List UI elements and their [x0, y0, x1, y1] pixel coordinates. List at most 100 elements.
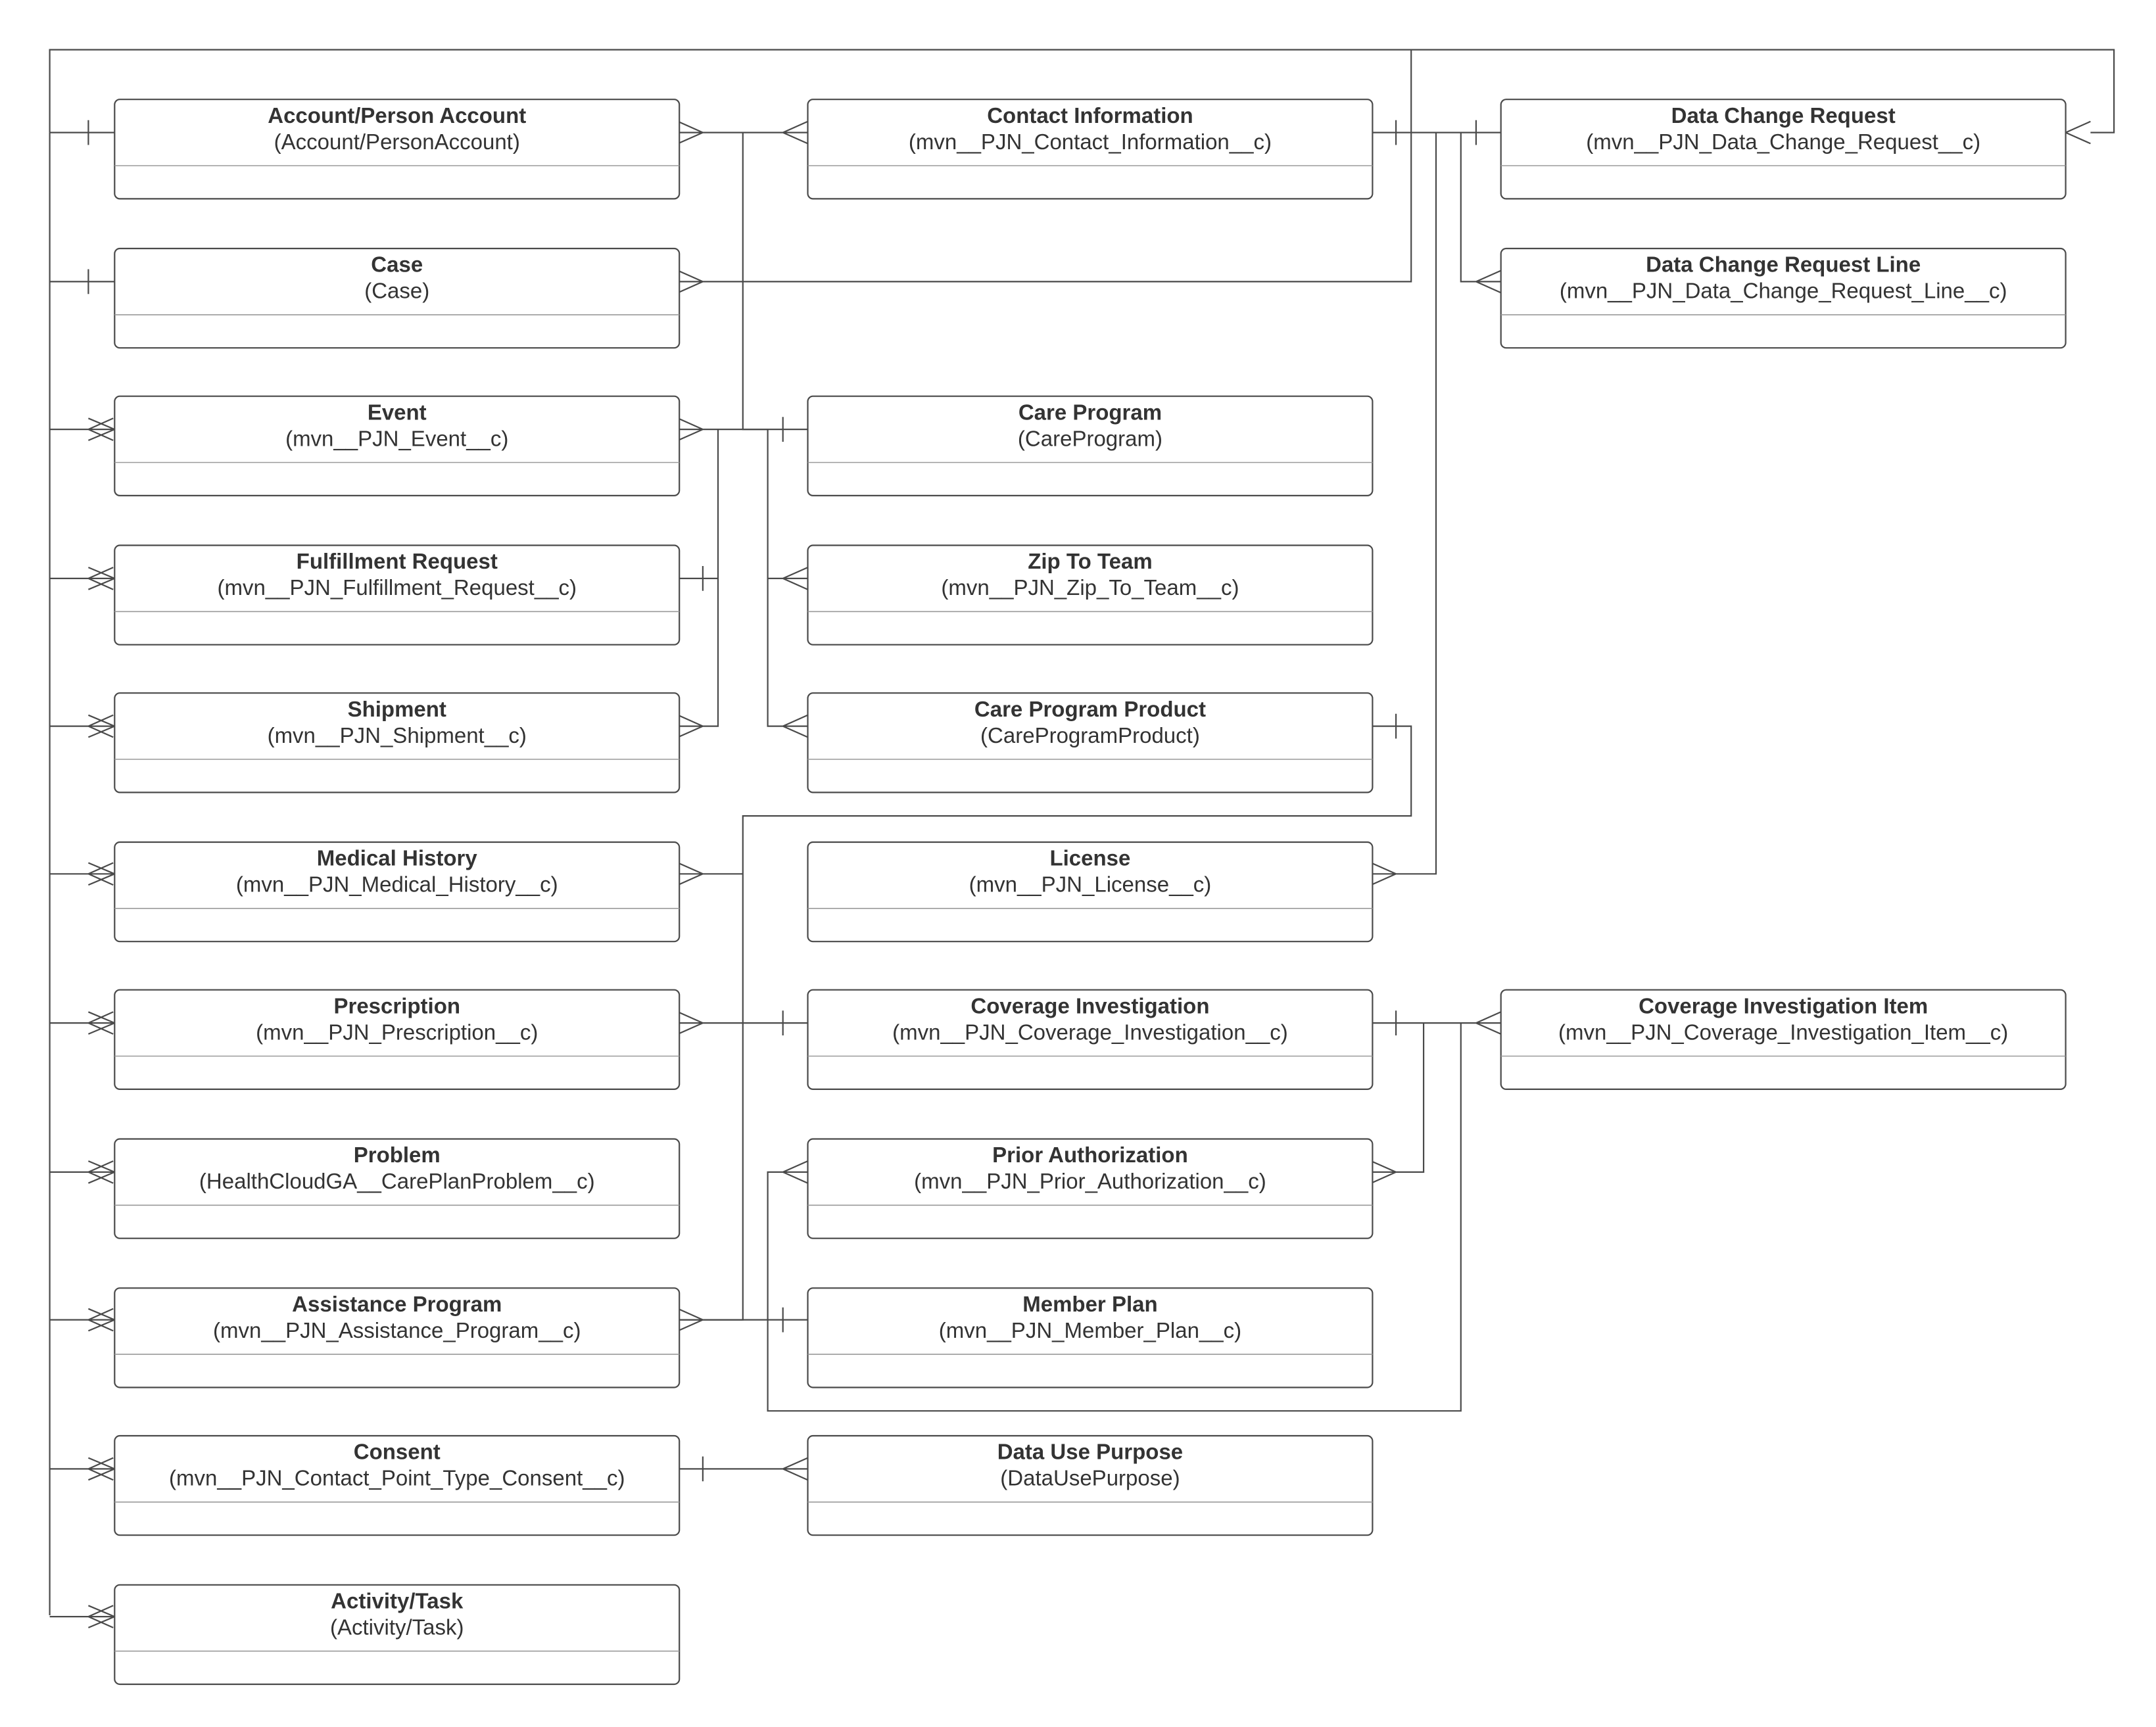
entity-title: Coverage Investigation Item: [1639, 993, 1928, 1018]
entity-contact-info[interactable]: Contact Information(mvn__PJN_Contact_Inf…: [807, 99, 1374, 200]
entity-box: [807, 989, 1374, 1090]
entity-api-name: (CareProgramProduct): [980, 723, 1200, 747]
entity-box: [114, 99, 681, 200]
entity-consent[interactable]: Consent(mvn__PJN_Contact_Point_Type_Cons…: [114, 1434, 681, 1536]
cpp-rx-link: [677, 713, 1412, 1035]
entity-box: [807, 1434, 1374, 1536]
entity-api-name: (mvn__PJN_Data_Change_Request_Line__c): [1560, 279, 2007, 303]
entity-api-name: (Activity/Task): [330, 1615, 464, 1639]
entity-api-name: (mvn__PJN_Assistance_Program__c): [213, 1318, 581, 1342]
entity-title: License: [1049, 846, 1130, 870]
entity-title: Medical History: [317, 846, 478, 870]
ci-link: [742, 1010, 808, 1035]
entity-api-name: (mvn__PJN_Contact_Information__c): [909, 130, 1272, 154]
entity-prescription[interactable]: Prescription(mvn__PJN_Prescription__c): [114, 989, 681, 1090]
entity-api-name: (mvn__PJN_Fulfillment_Request__c): [217, 575, 577, 600]
entity-box: [1500, 247, 2067, 349]
pa-link: [1370, 1023, 1425, 1184]
entity-api-name: (HealthCloudGA__CarePlanProblem__c): [199, 1169, 595, 1193]
entity-problem[interactable]: Problem(HealthCloudGA__CarePlanProblem__…: [114, 1138, 681, 1239]
entity-api-name: (DataUsePurpose): [1000, 1466, 1180, 1490]
license-link: [1370, 132, 1437, 886]
entity-event[interactable]: Event(mvn__PJN_Event__c): [114, 395, 681, 497]
case-link: [677, 132, 744, 294]
assistance-link: [677, 1023, 744, 1332]
entity-title: Problem: [354, 1143, 441, 1167]
entity-title: Zip To Team: [1028, 549, 1152, 573]
entity-title: Data Change Request: [1671, 103, 1896, 128]
many-link-left: [49, 1605, 115, 1628]
entity-care-program[interactable]: Care Program(CareProgram): [807, 395, 1374, 497]
entity-title: Prescription: [333, 993, 460, 1018]
entity-api-name: (mvn__PJN_Data_Change_Request__c): [1586, 130, 1980, 154]
entity-box: [1500, 99, 2067, 200]
entity-care-program-product[interactable]: Care Program Product(CareProgramProduct): [807, 692, 1374, 793]
entity-box: [807, 544, 1374, 646]
consent-dup-link: [678, 1456, 808, 1482]
entity-box: [807, 1138, 1374, 1239]
entity-title: Event: [368, 400, 427, 424]
entity-box: [114, 692, 681, 793]
many-link-left: [49, 714, 115, 738]
entity-title: Account/Person Account: [268, 103, 526, 128]
event-link: [677, 417, 768, 441]
entity-box: [114, 1434, 681, 1536]
entity-dcr[interactable]: Data Change Request(mvn__PJN_Data_Change…: [1500, 99, 2067, 200]
entity-assistance-program[interactable]: Assistance Program(mvn__PJN_Assistance_P…: [114, 1287, 681, 1388]
entity-license[interactable]: License(mvn__PJN_License__c): [807, 841, 1374, 943]
entity-title: Care Program Product: [974, 697, 1206, 721]
account-dcr-loop: [49, 49, 2115, 145]
entity-api-name: (mvn__PJN_Prescription__c): [256, 1020, 538, 1044]
entity-title: Prior Authorization: [992, 1143, 1188, 1167]
many-link-left: [49, 1457, 115, 1481]
entity-data-use-purpose[interactable]: Data Use Purpose(DataUsePurpose): [807, 1434, 1374, 1536]
care-program-link: [742, 281, 808, 442]
entity-medical-history[interactable]: Medical History(mvn__PJN_Medical_History…: [114, 841, 681, 943]
entity-box: [114, 1287, 681, 1388]
entity-coverage-investigation[interactable]: Coverage Investigation(mvn__PJN_Coverage…: [807, 989, 1374, 1090]
entity-box: [114, 1584, 681, 1686]
many-link-left: [49, 862, 115, 886]
entity-box: [1500, 989, 2067, 1090]
entity-title: Fulfillment Request: [297, 549, 498, 573]
entity-box: [807, 99, 1374, 200]
entity-box: [114, 1138, 681, 1239]
entity-box: [807, 692, 1374, 793]
entity-case[interactable]: Case(Case): [114, 247, 681, 349]
entity-coverage-investigation-item[interactable]: Coverage Investigation Item(mvn__PJN_Cov…: [1500, 989, 2067, 1090]
entity-shipment[interactable]: Shipment(mvn__PJN_Shipment__c): [114, 692, 681, 793]
entity-dcr-line[interactable]: Data Change Request Line(mvn__PJN_Data_C…: [1500, 247, 2067, 349]
entity-fulfillment[interactable]: Fulfillment Request(mvn__PJN_Fulfillment…: [114, 544, 681, 646]
entity-box: [114, 247, 681, 349]
entity-api-name: (mvn__PJN_Coverage_Investigation__c): [892, 1020, 1288, 1044]
case-dcr-link: [742, 49, 1412, 283]
entity-member-plan[interactable]: Member Plan(mvn__PJN_Member_Plan__c): [807, 1287, 1374, 1388]
entity-title: Assistance Program: [292, 1292, 502, 1316]
entity-title: Data Change Request Line: [1646, 252, 1921, 277]
entity-api-name: (Account/PersonAccount): [274, 130, 520, 154]
entity-api-name: (mvn__PJN_Contact_Point_Type_Consent__c): [169, 1466, 625, 1490]
entity-api-name: (CareProgram): [1018, 426, 1162, 450]
ci-item-link: [1371, 1010, 1502, 1035]
many-link-left: [49, 1160, 115, 1184]
entity-title: Data Use Purpose: [997, 1440, 1183, 1464]
zip-link: [767, 567, 808, 590]
entity-prior-authorization[interactable]: Prior Authorization(mvn__PJN_Prior_Autho…: [807, 1138, 1374, 1239]
entity-box: [114, 395, 681, 497]
one-link-left: [49, 269, 115, 295]
one-link-left: [49, 120, 115, 145]
entity-title: Coverage Investigation: [970, 993, 1209, 1018]
entity-api-name: (mvn__PJN_Prior_Authorization__c): [914, 1169, 1266, 1193]
entity-activity-task[interactable]: Activity/Task(Activity/Task): [114, 1584, 681, 1686]
entity-zip-to-team[interactable]: Zip To Team(mvn__PJN_Zip_To_Team__c): [807, 544, 1374, 646]
entity-api-name: (mvn__PJN_Member_Plan__c): [939, 1318, 1241, 1342]
loop-pa-link: [767, 1023, 1462, 1412]
shipment-link: [677, 429, 719, 738]
entity-title: Shipment: [348, 697, 446, 721]
entity-api-name: (mvn__PJN_Zip_To_Team__c): [941, 575, 1239, 600]
entity-title: Member Plan: [1022, 1292, 1157, 1316]
entity-account[interactable]: Account/Person Account(Account/PersonAcc…: [114, 99, 681, 200]
entity-box: [807, 841, 1374, 943]
entity-title: Contact Information: [987, 103, 1193, 128]
